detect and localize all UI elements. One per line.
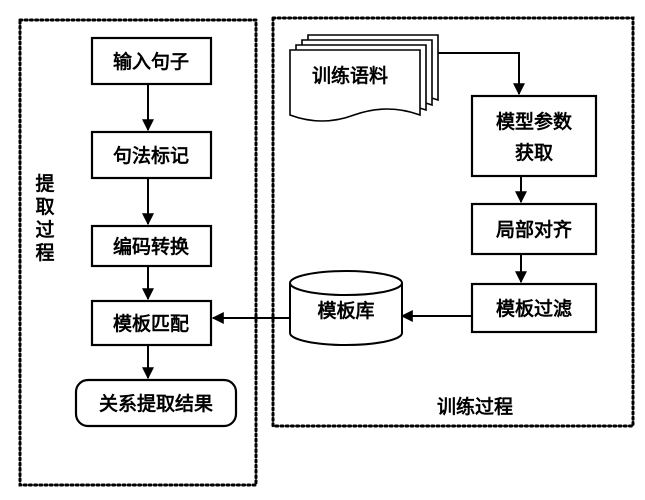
input-sentence-label: 输入句子 [113,50,189,73]
encoding-conversion-box [90,224,213,268]
extraction-label-char-3: 过 [35,219,54,241]
extraction-process-region [18,18,258,487]
training-process-label: 训练过程 [437,395,513,418]
template-filtering-box [470,282,598,334]
template-filtering-label: 模板过滤 [496,297,572,320]
extraction-label-char-1: 提 [35,172,55,195]
syntax-tagging-label: 句法标记 [113,144,189,167]
model-params-label-line1: 模型参数 [496,110,573,133]
training-corpus-label: 训练语料 [312,64,388,87]
local-alignment-box [470,202,598,256]
local-alignment-label: 局部对齐 [496,218,573,241]
model-params-box [470,94,598,178]
syntax-tagging-box [90,130,213,180]
encoding-conversion-label: 编码转换 [113,235,190,258]
input-sentence-box [90,36,213,86]
training-corpus-doc [289,34,439,122]
template-matching-box [90,299,213,347]
training-process-region [271,16,635,428]
template-library-cylinder [289,270,403,346]
template-matching-label: 模板匹配 [113,312,189,335]
relation-result-box [74,378,238,428]
model-params-label-line2: 获取 [515,141,553,164]
extraction-label-char-2: 取 [35,196,54,218]
template-library-label: 模板库 [317,299,374,322]
relation-result-label: 关系提取结果 [99,392,213,415]
arrow-corpus-to-model [438,52,525,96]
extraction-label-char-4: 程 [35,242,54,264]
